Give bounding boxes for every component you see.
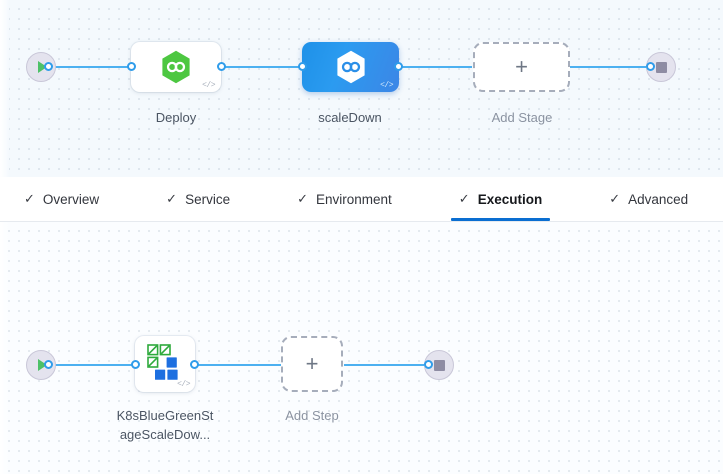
tab-label: Overview — [42, 191, 100, 207]
stage-label-scaledown: scaleDown — [318, 110, 382, 125]
edge-addstage-to-end — [570, 66, 652, 68]
add-stage-label: Add Stage — [491, 110, 553, 125]
pipeline-end-node[interactable] — [646, 52, 676, 82]
port-scaledown-out[interactable] — [394, 62, 403, 71]
k8s-blue-green-squares-icon — [147, 344, 178, 380]
port-deploy-out[interactable] — [217, 62, 226, 71]
tab-label: Service — [185, 191, 231, 207]
add-step-button[interactable]: + — [281, 336, 343, 392]
plus-icon: + — [305, 351, 319, 376]
stage-code-badge: </> — [202, 81, 215, 90]
tab-label: Advanced — [628, 191, 689, 207]
port-end-in[interactable] — [646, 62, 655, 71]
kubernetes-hexagon-green-icon — [162, 50, 190, 84]
check-icon: ✓ — [166, 191, 178, 206]
play-icon — [38, 61, 47, 73]
step-canvas-left-fade — [0, 222, 8, 474]
port-start-out[interactable] — [44, 62, 53, 71]
port-step-end-in[interactable] — [424, 360, 433, 369]
stage-node-scaledown[interactable]: </> — [302, 42, 399, 92]
port-step-in[interactable] — [131, 360, 140, 369]
edge-start-to-step — [48, 364, 141, 366]
check-icon: ✓ — [609, 191, 621, 206]
stage-config-tabbar[interactable]: ✓ Overview ✓ Service ✓ Environment ✓ Exe… — [0, 177, 723, 222]
check-icon: ✓ — [24, 191, 35, 206]
edge-addstep-to-end — [344, 364, 430, 366]
tab-execution[interactable]: ✓ Execution — [450, 177, 551, 221]
pipeline-start-node[interactable] — [26, 52, 56, 82]
port-step-out[interactable] — [190, 360, 199, 369]
tab-label: Environment — [316, 191, 392, 207]
edge-start-to-deploy — [48, 66, 144, 68]
step-node-k8s-bluegreen-scaledown[interactable]: </> — [135, 336, 195, 392]
step-code-badge: </> — [177, 380, 190, 389]
stop-icon — [433, 359, 445, 371]
stop-icon — [655, 61, 667, 73]
port-step-start-out[interactable] — [44, 360, 53, 369]
tab-advanced[interactable]: ✓ Advanced — [607, 177, 690, 221]
port-scaledown-in[interactable] — [298, 62, 307, 71]
edge-step-to-addstep — [196, 364, 281, 366]
step-canvas[interactable]: </> K8sBlueGreenSt ageScaleDow... + Add … — [0, 222, 723, 474]
add-stage-button[interactable]: + — [473, 42, 570, 92]
check-icon: ✓ — [297, 191, 308, 206]
stage-node-deploy[interactable]: </> — [131, 42, 221, 92]
step-label-line1: K8sBlueGreenSt — [116, 408, 214, 423]
play-icon — [38, 359, 47, 371]
add-step-label: Add Step — [285, 408, 339, 423]
canvas-left-fade — [0, 0, 9, 177]
plus-icon: + — [515, 54, 528, 79]
stage-code-badge: </> — [380, 81, 393, 90]
tab-label: Execution — [477, 191, 543, 207]
edge-deploy-to-scaledown — [224, 66, 306, 68]
check-icon: ✓ — [458, 191, 470, 206]
kubernetes-hexagon-white-icon — [336, 50, 365, 84]
stage-label-deploy: Deploy — [155, 110, 197, 125]
port-deploy-in[interactable] — [127, 62, 136, 71]
tab-service[interactable]: ✓ Service — [164, 177, 232, 221]
tab-environment[interactable]: ✓ Environment — [295, 177, 394, 221]
edge-scaledown-to-addstage — [398, 66, 472, 68]
step-label-line2: ageScaleDow... — [119, 427, 211, 442]
stage-canvas[interactable]: </> Deploy </> scaleDown + Add Stage — [0, 0, 723, 177]
tab-overview[interactable]: ✓ Overview — [22, 177, 101, 221]
